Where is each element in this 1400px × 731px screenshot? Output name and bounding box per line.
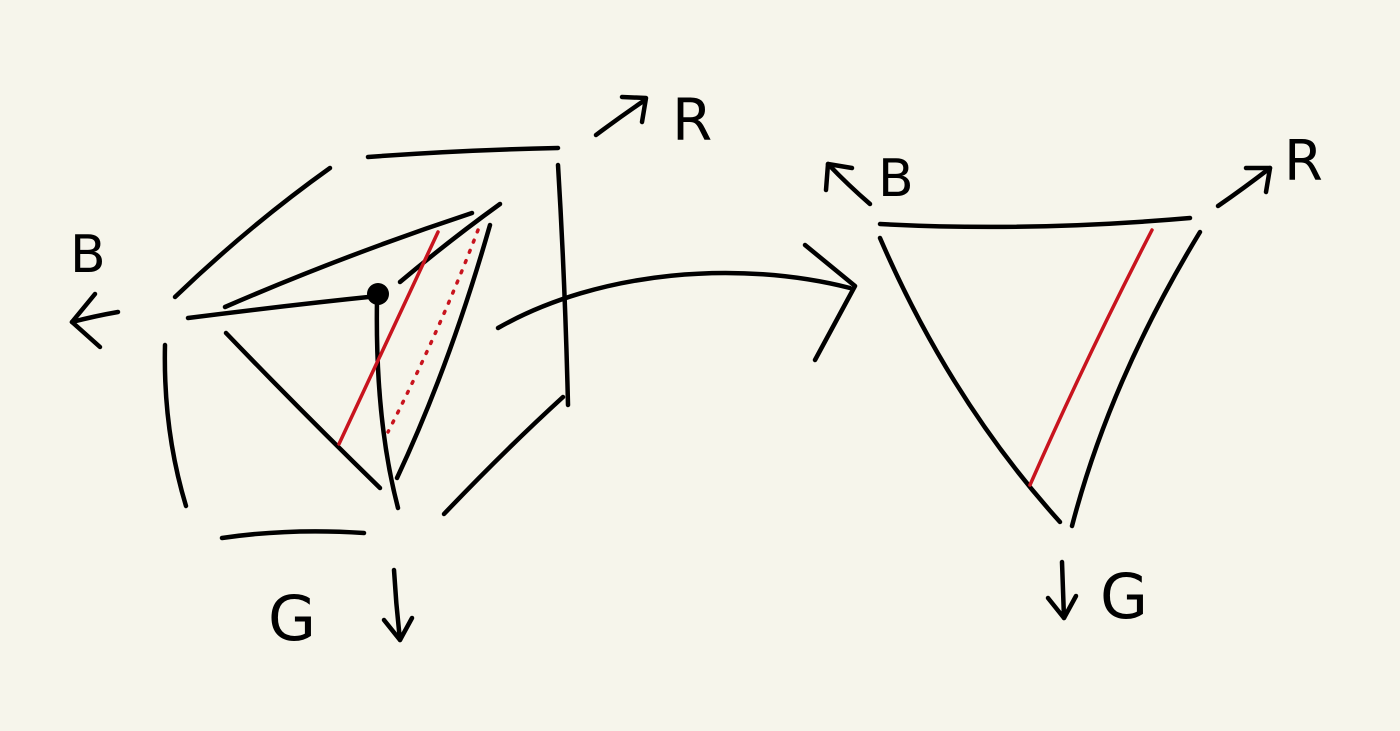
triangle-edge-top — [877, 215, 1193, 230]
triangle-axis-b: B — [823, 149, 914, 209]
cross-section-edge-top — [185, 293, 381, 321]
triangle-axis-r-label: R — [1284, 129, 1323, 194]
mapping-arrow-shaft — [495, 270, 853, 331]
triangle-axis-b-label: B — [878, 149, 914, 209]
cube-edge-bottom — [219, 529, 367, 541]
triangle-red-line — [1028, 228, 1154, 487]
rgb-cube-sketch — [162, 145, 571, 541]
cube-axis-b: B — [69, 225, 121, 350]
triangle-axis-g-label: G — [1100, 560, 1148, 633]
cube-axis-r-label: R — [672, 86, 712, 154]
triangle-axis-r: R — [1215, 129, 1323, 209]
arrow-down-icon — [381, 567, 415, 643]
cross-section-edge-upper — [222, 210, 475, 310]
arrow-up-left-icon — [823, 161, 873, 207]
cube-edge-bottom-right — [441, 394, 566, 517]
mapping-arrow-head — [802, 242, 858, 363]
triangle-edge-right — [1069, 229, 1203, 529]
gray-axis-line — [374, 297, 401, 511]
arrow-left-icon — [69, 291, 121, 350]
white-point-dot — [367, 283, 389, 305]
red-line-dotted — [386, 228, 480, 434]
cube-axis-r: R — [593, 86, 712, 154]
cross-section-edge-left — [223, 330, 383, 491]
arrow-right-icon — [495, 242, 858, 363]
cube-edge-top-left — [172, 165, 333, 300]
arrow-down-icon — [1045, 559, 1079, 621]
arrow-up-right-icon — [593, 94, 649, 138]
cube-edge-left — [162, 342, 189, 509]
cross-section-edge-right — [394, 222, 493, 481]
triangle-axis-g: G — [1045, 559, 1148, 633]
triangle-edge-left — [877, 235, 1063, 525]
cube-edge-top — [365, 145, 561, 160]
cube-axis-b-label: B — [70, 225, 106, 285]
arrow-up-right-icon — [1215, 165, 1273, 209]
cross-section-edge-inner — [397, 201, 503, 285]
triangle-projection — [877, 215, 1203, 529]
cube-edge-right — [555, 162, 571, 408]
cube-axis-g: G — [268, 567, 415, 655]
red-line-solid — [337, 230, 440, 446]
cube-axis-g-label: G — [268, 582, 316, 655]
